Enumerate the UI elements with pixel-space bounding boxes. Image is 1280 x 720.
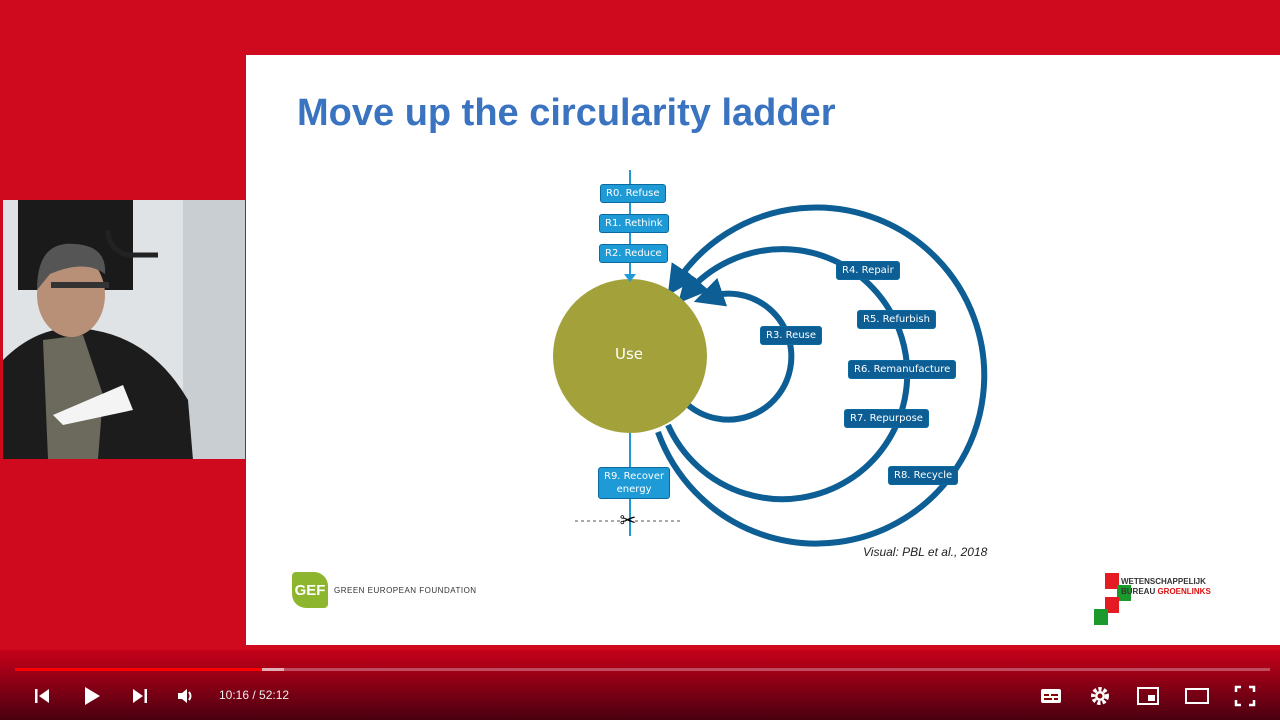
slide-title: Move up the circularity ladder: [297, 92, 836, 134]
wbg-logo-mark: [1094, 573, 1131, 625]
theater-mode-icon[interactable]: [1185, 684, 1209, 708]
play-icon[interactable]: [79, 684, 103, 708]
step-r9-recover-energy: R9. Recover energy: [598, 467, 671, 499]
image-credit: Visual: PBL et al., 2018: [863, 545, 988, 559]
scissors-icon: ✂: [620, 510, 637, 532]
down-arrow-icon: [624, 274, 636, 282]
gef-logo: GEF GREEN EUROPEAN FOUNDATION: [292, 572, 477, 608]
step-r4-repair: R4. Repair: [836, 261, 900, 280]
speaker-image: [3, 200, 245, 459]
player-controls: [0, 650, 1280, 720]
fullscreen-icon[interactable]: [1233, 684, 1257, 708]
inner-loop-arc: [686, 277, 795, 423]
step-r1-rethink: R1. Rethink: [599, 214, 669, 233]
wbg-groenlinks: GROENLINKS: [1157, 587, 1211, 596]
progress-bar[interactable]: [15, 668, 1270, 671]
step-r8-recycle: R8. Recycle: [888, 466, 959, 485]
gef-name: GREEN EUROPEAN FOUNDATION: [334, 585, 477, 595]
use-circle: [553, 279, 707, 433]
played-bar: [15, 668, 263, 671]
miniplayer-icon[interactable]: [1136, 684, 1160, 708]
speaker-camera-inset: [3, 200, 245, 459]
outer-loop-arc: [655, 204, 988, 547]
subtitles-icon[interactable]: [1039, 684, 1063, 708]
gef-mark: GEF: [292, 572, 328, 608]
step-r5-refurbish: R5. Refurbish: [857, 310, 936, 329]
wbg-logo-text: WETENSCHAPPELIJK BUREAU GROENLINKS: [1121, 577, 1211, 597]
step-r6-remanufacture: R6. Remanufacture: [848, 360, 957, 379]
step-r0-refuse: R0. Refuse: [600, 184, 666, 203]
r9-line2: energy: [616, 484, 652, 495]
use-label: Use: [615, 345, 644, 363]
wbg-line1: WETENSCHAPPELIJK: [1121, 577, 1206, 586]
step-r7-repurpose: R7. Repurpose: [844, 409, 929, 428]
wbg-bureau: BUREAU: [1121, 587, 1158, 596]
step-r3-reuse: R3. Reuse: [760, 326, 823, 345]
settings-icon[interactable]: [1088, 684, 1112, 708]
middle-loop-arc: [665, 246, 911, 503]
next-icon[interactable]: [128, 684, 152, 708]
step-r2-reduce: R2. Reduce: [599, 244, 668, 263]
time-display: 10:16 / 52:12: [219, 688, 290, 702]
wbg-line2: BUREAU GROENLINKS: [1121, 587, 1211, 597]
volume-icon[interactable]: [174, 684, 198, 708]
presentation-slide: [246, 55, 1280, 645]
previous-icon[interactable]: [30, 684, 54, 708]
r9-line1: R9. Recover: [604, 471, 665, 482]
